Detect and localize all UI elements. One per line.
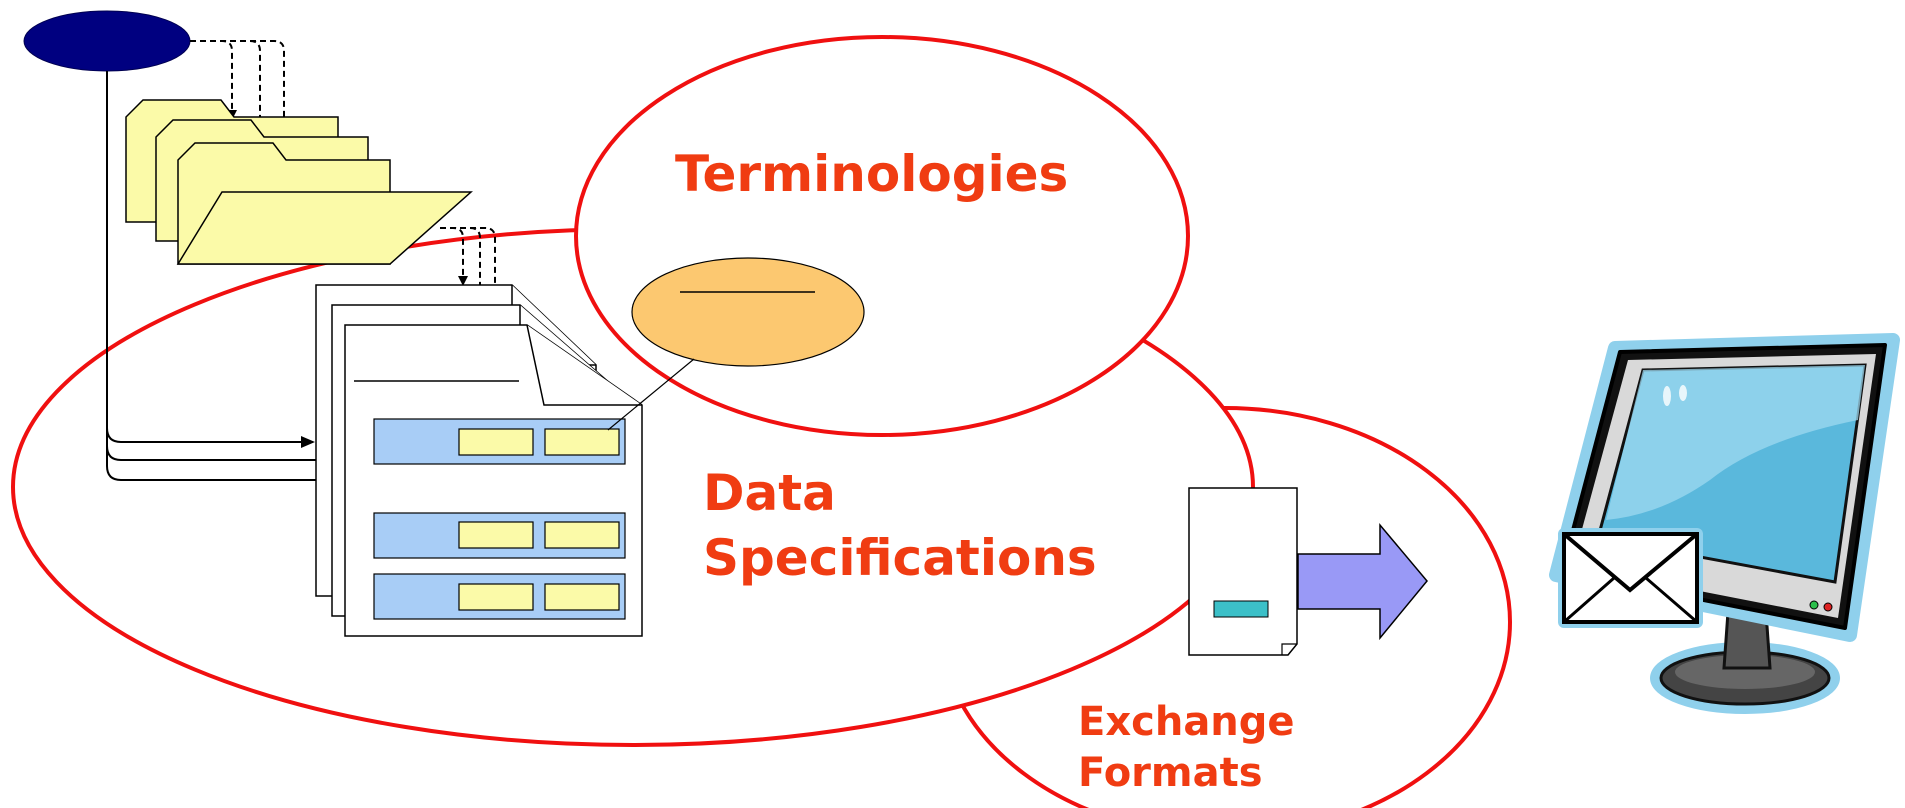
concept-ellipse <box>631 257 865 367</box>
monitor-with-envelope-icon <box>1549 333 1900 714</box>
field-b <box>544 521 620 549</box>
envelope-icon <box>1562 532 1699 624</box>
root-to-folder-arrows <box>190 40 289 168</box>
data-specifications-label-line1: Data <box>703 464 836 522</box>
export-document-icon <box>1188 487 1298 656</box>
field-b <box>544 428 620 456</box>
field-a <box>458 583 534 611</box>
field-a <box>458 428 534 456</box>
folder-to-document-arrows <box>440 227 500 324</box>
field-group-2 <box>373 512 626 559</box>
folder-stack-icon <box>125 99 473 265</box>
field-a <box>458 521 534 549</box>
exchange-formats-label-line2: Formats <box>1078 750 1263 796</box>
data-specifications-label-line2: Specifications <box>703 529 1097 587</box>
document-bar <box>1213 600 1269 618</box>
root-to-document-arrows <box>106 71 345 486</box>
right-arrow-icon <box>1297 522 1428 641</box>
terminologies-region <box>574 35 1190 437</box>
field-group-3 <box>373 573 626 620</box>
exchange-formats-label-line1: Exchange <box>1078 699 1295 745</box>
terminologies-label: Terminologies <box>675 145 1068 203</box>
field-group-1 <box>373 418 626 465</box>
field-b <box>544 583 620 611</box>
root-node <box>23 10 191 72</box>
concept-to-field-connector <box>607 358 695 431</box>
